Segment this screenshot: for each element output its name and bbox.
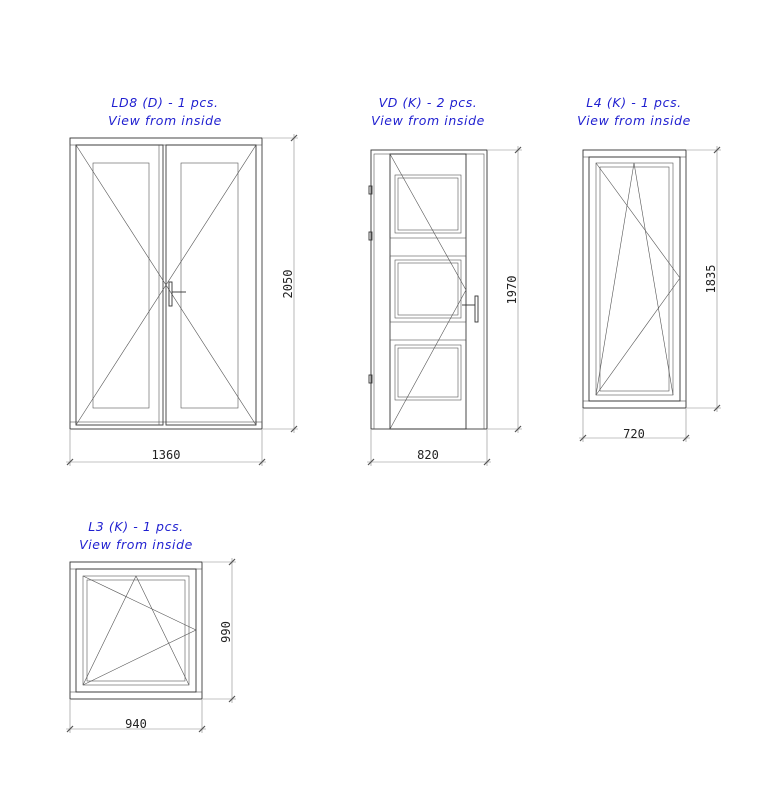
ld8-door-drawing: LD8 (D) - 1 pcs. View from inside 1360: [66, 95, 298, 466]
l3-view-label: View from inside: [79, 537, 193, 552]
l3-window-drawing: L3 (K) - 1 pcs. View from inside 940 990: [66, 519, 236, 733]
ld8-height-label: 2050: [281, 270, 295, 299]
ld8-width-label: 1360: [152, 448, 181, 462]
door-handle-icon: [168, 281, 186, 307]
l4-view-label: View from inside: [577, 113, 691, 128]
vd-height-label: 1970: [505, 276, 519, 305]
l4-code-label: L4 (K) - 1 pcs.: [586, 95, 682, 110]
l3-width-label: 940: [125, 717, 147, 731]
vd-door-drawing: VD (K) - 2 pcs. View from inside 820: [367, 95, 522, 466]
vd-width-label: 820: [417, 448, 439, 462]
l4-height-label: 1835: [704, 265, 718, 294]
l4-width-label: 720: [623, 427, 645, 441]
ld8-code-label: LD8 (D) - 1 pcs.: [111, 95, 218, 110]
ld8-view-label: View from inside: [108, 113, 222, 128]
l3-height-label: 990: [219, 621, 233, 643]
vd-code-label: VD (K) - 2 pcs.: [379, 95, 478, 110]
l4-window-drawing: L4 (K) - 1 pcs. View from inside 720 183…: [577, 95, 721, 442]
vd-view-label: View from inside: [371, 113, 485, 128]
door-handle-icon: [462, 295, 479, 323]
l3-code-label: L3 (K) - 1 pcs.: [88, 519, 184, 534]
